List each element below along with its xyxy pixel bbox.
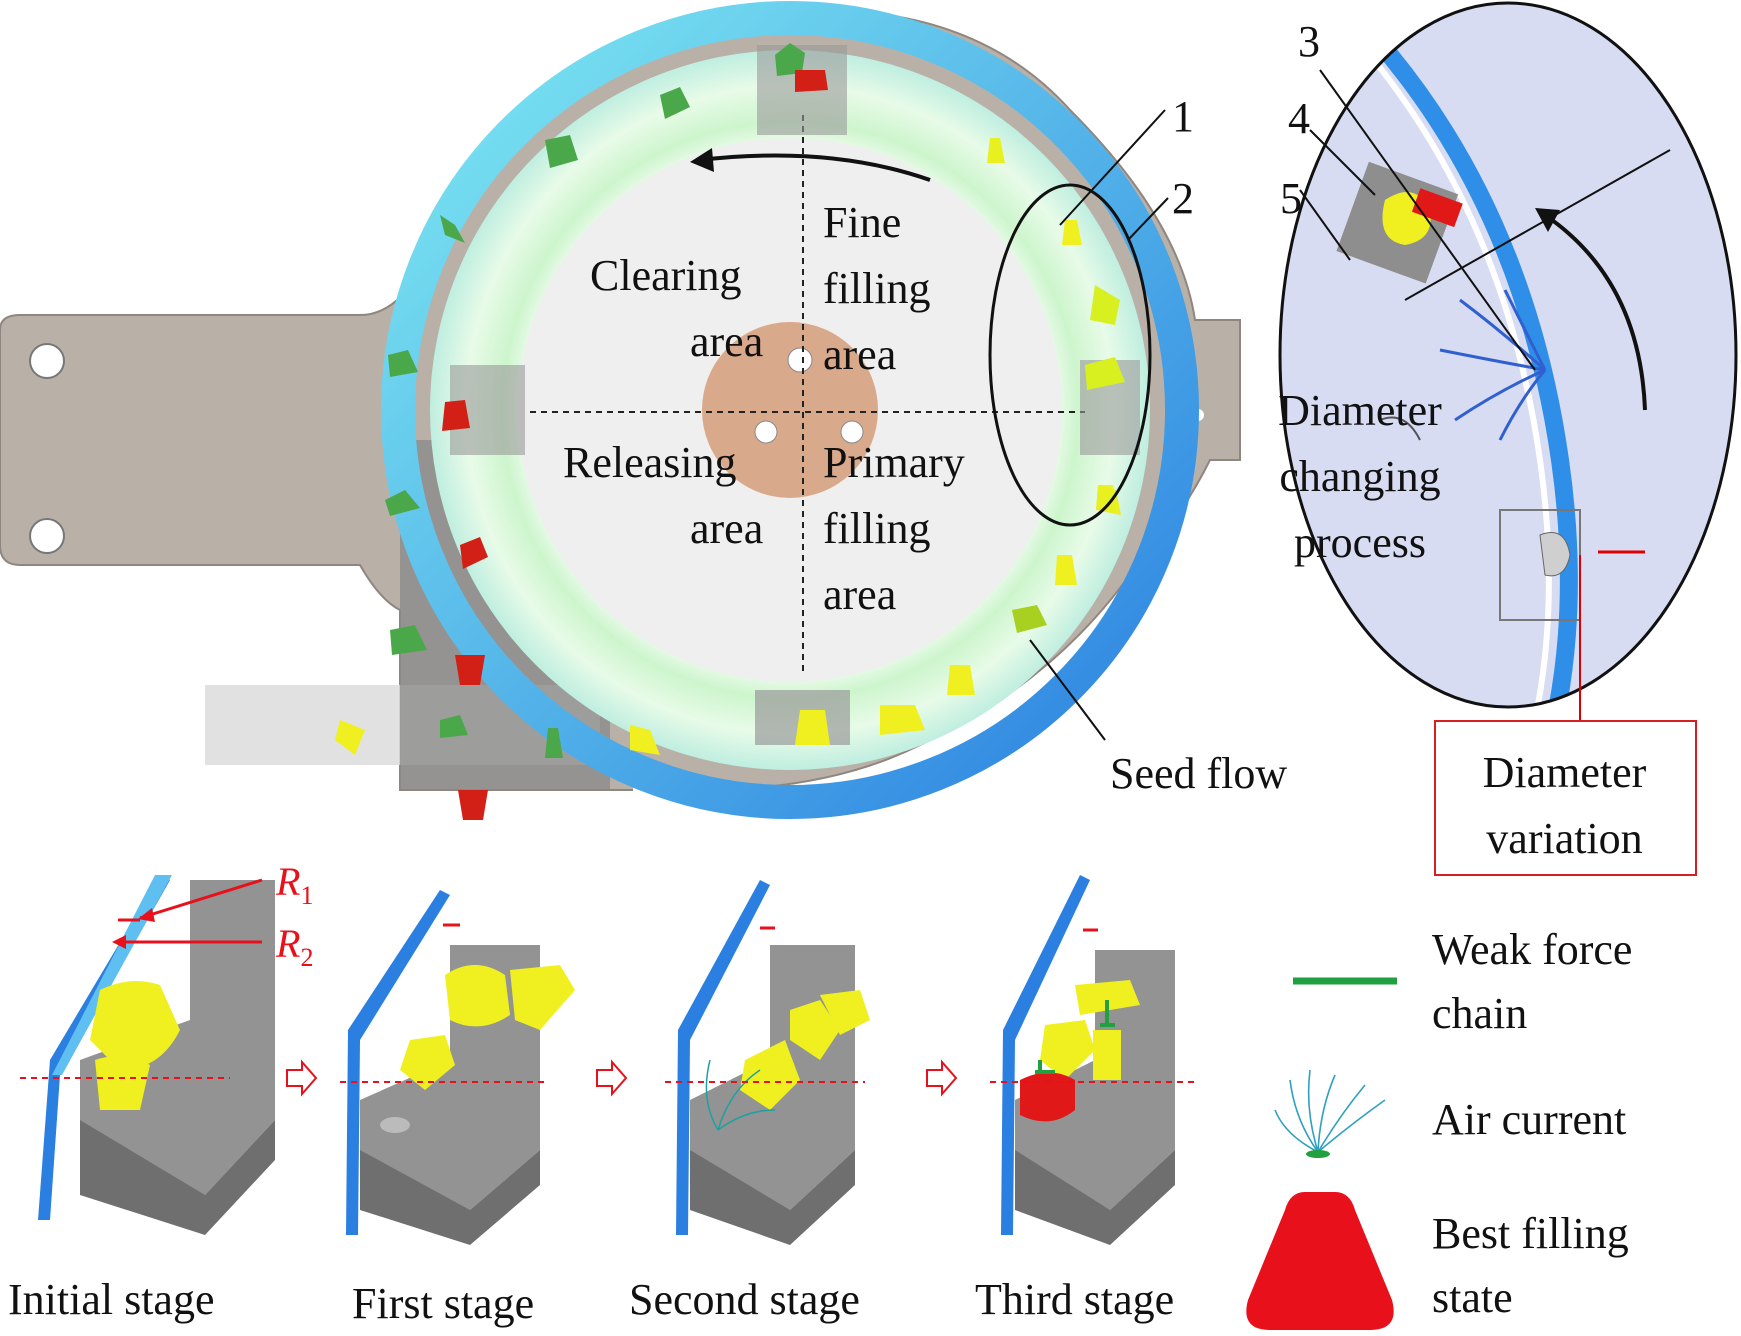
label-number-4: 4 <box>1288 94 1310 143</box>
hub-hole <box>787 347 813 373</box>
label-r1: R1 <box>276 859 314 910</box>
stage-panel-second <box>665 880 870 1245</box>
leader-3 <box>1319 69 1536 371</box>
stage-panels <box>20 875 1195 1245</box>
air-current-swatch <box>1274 1069 1386 1153</box>
rotation-arrow <box>699 153 931 182</box>
label-number-2: 2 <box>1172 174 1194 223</box>
hub <box>702 322 878 498</box>
zoom-rotation-arrow <box>1543 213 1647 411</box>
leader-2 <box>1127 197 1169 241</box>
leader-5 <box>1299 189 1351 261</box>
label-number-1: 1 <box>1172 92 1194 141</box>
label-diameter-changing: Diameter changing process <box>1278 386 1442 567</box>
label-fine-filling: Fine filling area <box>823 198 931 379</box>
mount-hole <box>29 343 65 379</box>
seed-flow-leader <box>1029 639 1106 741</box>
stage-arrow <box>926 1059 958 1097</box>
stage-panel-third <box>990 875 1195 1245</box>
stage-arrow <box>596 1059 628 1097</box>
stage-arrow <box>286 1059 318 1097</box>
best-filling-swatch <box>1246 1192 1394 1330</box>
label-first-stage: First stage <box>352 1279 535 1328</box>
label-diameter-variation: Diameter variation <box>1482 748 1647 863</box>
hub-hole <box>840 420 864 444</box>
label-number-3: 3 <box>1298 17 1320 66</box>
mount-hole <box>29 518 65 554</box>
best-filling-seed <box>1020 1072 1075 1122</box>
legend-weak-force-chain: Weak force chain <box>1432 925 1633 1038</box>
zoom-pointer <box>1404 149 1671 301</box>
r1-arrow <box>139 878 263 920</box>
stage-panel-initial <box>20 875 275 1235</box>
legend <box>1246 977 1397 1330</box>
zoom-view <box>1278 1 1738 720</box>
hub-hole <box>754 420 778 444</box>
air-current-lines <box>1439 289 1547 441</box>
label-third-stage: Third stage <box>975 1275 1175 1324</box>
label-seed-flow: Seed flow <box>1110 749 1288 798</box>
rotation-arrowhead <box>690 148 714 172</box>
legend-air-current: Air current <box>1432 1095 1627 1144</box>
label-r2: R2 <box>276 921 314 972</box>
label-primary-filling: Primary filling area <box>823 438 965 619</box>
zoom-red-seed <box>1411 188 1463 228</box>
diameter-variation-box <box>1434 720 1697 876</box>
highlight-ellipse <box>988 183 1152 527</box>
seed-plate-ring <box>381 1 1199 819</box>
label-second-stage: Second stage <box>629 1275 860 1324</box>
label-releasing: Releasing area <box>563 438 764 553</box>
seeds <box>335 43 1125 820</box>
stage-panel-first <box>340 890 575 1245</box>
label-initial-stage: Initial stage <box>8 1275 215 1324</box>
leader-4 <box>1309 129 1376 196</box>
label-clearing: Clearing area <box>590 251 764 366</box>
legend-best-filling: Best filling state <box>1432 1209 1629 1322</box>
leader-1 <box>1059 109 1166 226</box>
label-number-5: 5 <box>1280 174 1302 223</box>
